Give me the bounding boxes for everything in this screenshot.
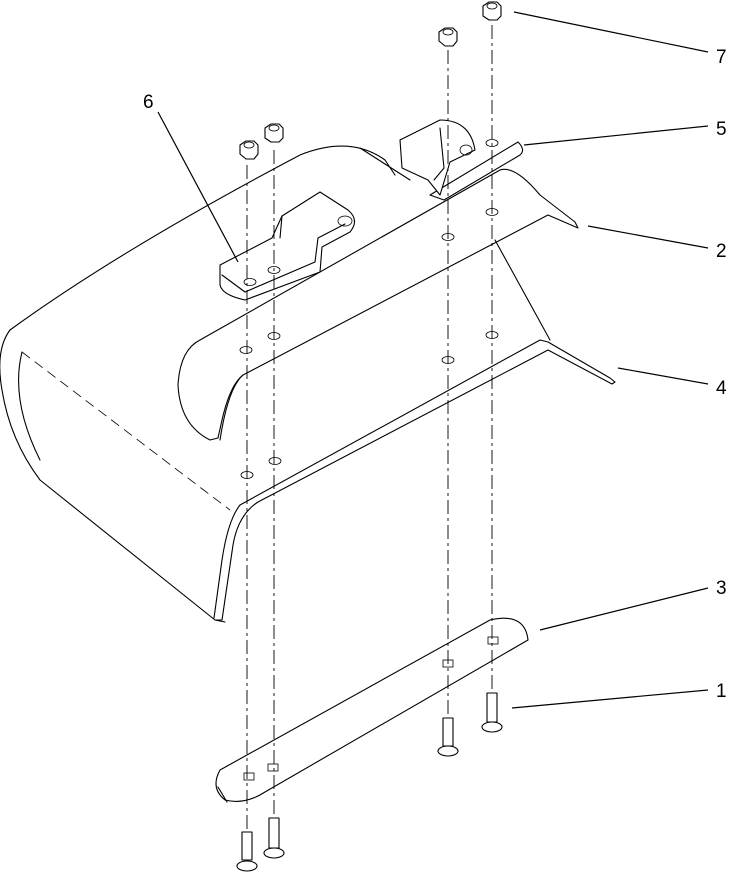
leader-3 <box>539 587 709 631</box>
callout-1: 1 <box>716 681 727 702</box>
bottom-strap-plate <box>215 617 529 803</box>
leader-6 <box>157 111 239 263</box>
upper-curved-plate <box>177 168 579 441</box>
leader-5 <box>523 125 709 146</box>
callout-labels: 7 5 2 4 3 1 6 <box>143 47 727 702</box>
left-bracket <box>219 191 356 301</box>
callout-4: 4 <box>716 378 727 399</box>
nut-4 <box>482 1 502 21</box>
leader-1 <box>511 689 709 709</box>
callout-5: 5 <box>716 119 727 140</box>
callout-3: 3 <box>716 578 727 599</box>
nut-2 <box>264 123 284 143</box>
leader-lines <box>157 11 709 709</box>
right-bracket <box>399 119 524 201</box>
chute-body <box>0 145 411 623</box>
leader-4 <box>617 367 709 385</box>
lower-bent-plate <box>213 239 616 621</box>
hex-nuts <box>239 1 502 160</box>
nut-1 <box>239 140 259 160</box>
bolt-3 <box>437 717 459 757</box>
leader-7 <box>513 11 709 53</box>
callout-2: 2 <box>716 241 727 262</box>
bolt-1 <box>236 831 258 872</box>
nut-3 <box>438 27 458 47</box>
leader-2 <box>587 225 709 249</box>
carriage-bolts <box>236 692 503 872</box>
bolt-4 <box>481 692 503 733</box>
callout-7: 7 <box>716 47 727 68</box>
callout-6: 6 <box>143 92 154 113</box>
fastener-centerlines <box>246 25 493 830</box>
bolt-2 <box>263 817 285 859</box>
